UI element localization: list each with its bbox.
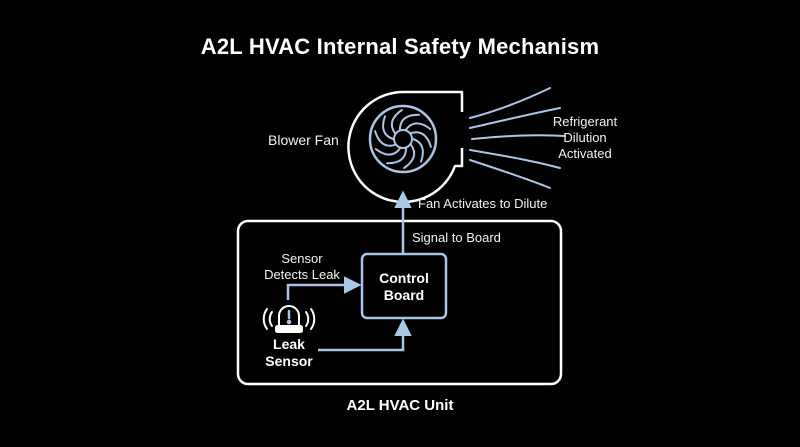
fan-blade	[412, 138, 424, 163]
sensor-detect-line-2: Detects Leak	[264, 267, 340, 282]
fan-blade	[405, 122, 432, 131]
leak-sensor-icon	[262, 305, 316, 333]
control-board-label: Control Board	[362, 270, 446, 304]
leak-sensor-line-2: Sensor	[265, 353, 313, 369]
airflow-lines-icon	[469, 87, 566, 189]
blower-fan-label: Blower Fan	[268, 132, 339, 148]
control-board-line-1: Control	[379, 270, 429, 286]
hvac-unit-label: A2L HVAC Unit	[346, 397, 454, 414]
leak-sensor-line-1: Leak	[273, 336, 305, 352]
fan-wheel-icon	[368, 104, 438, 174]
leak-sensor-label: Leak Sensor	[256, 336, 322, 370]
dilution-line-1: Refrigerant	[552, 114, 618, 129]
signal-label: Signal to Board	[412, 230, 501, 245]
fan-blade	[374, 147, 401, 156]
control-board-line-2: Board	[383, 287, 425, 303]
sensor-detect-line-1: Sensor	[281, 251, 323, 266]
dilution-line-3: Activated	[558, 146, 612, 161]
dilution-line-2: Dilution	[563, 130, 607, 145]
fan-blade	[374, 130, 396, 147]
sensor-detect-label: Sensor Detects Leak	[246, 251, 358, 283]
fan-blade	[390, 109, 403, 135]
blower-housing	[347, 90, 464, 204]
page-title: A2L HVAC Internal Safety Mechanism	[200, 34, 600, 59]
fan-blade	[403, 143, 416, 169]
arrow-sensor-detect	[286, 276, 362, 300]
fan-blade	[386, 147, 408, 165]
dilution-label: Refrigerant Dilution Activated	[540, 114, 630, 162]
fan-blade	[410, 131, 432, 148]
hvac-unit-box	[236, 219, 563, 386]
fan-action-label: Fan Activates to Dilute	[418, 196, 548, 211]
fan-blade	[398, 113, 420, 131]
arrow-sensor-to-board	[318, 318, 412, 352]
fan-blade	[382, 115, 394, 140]
